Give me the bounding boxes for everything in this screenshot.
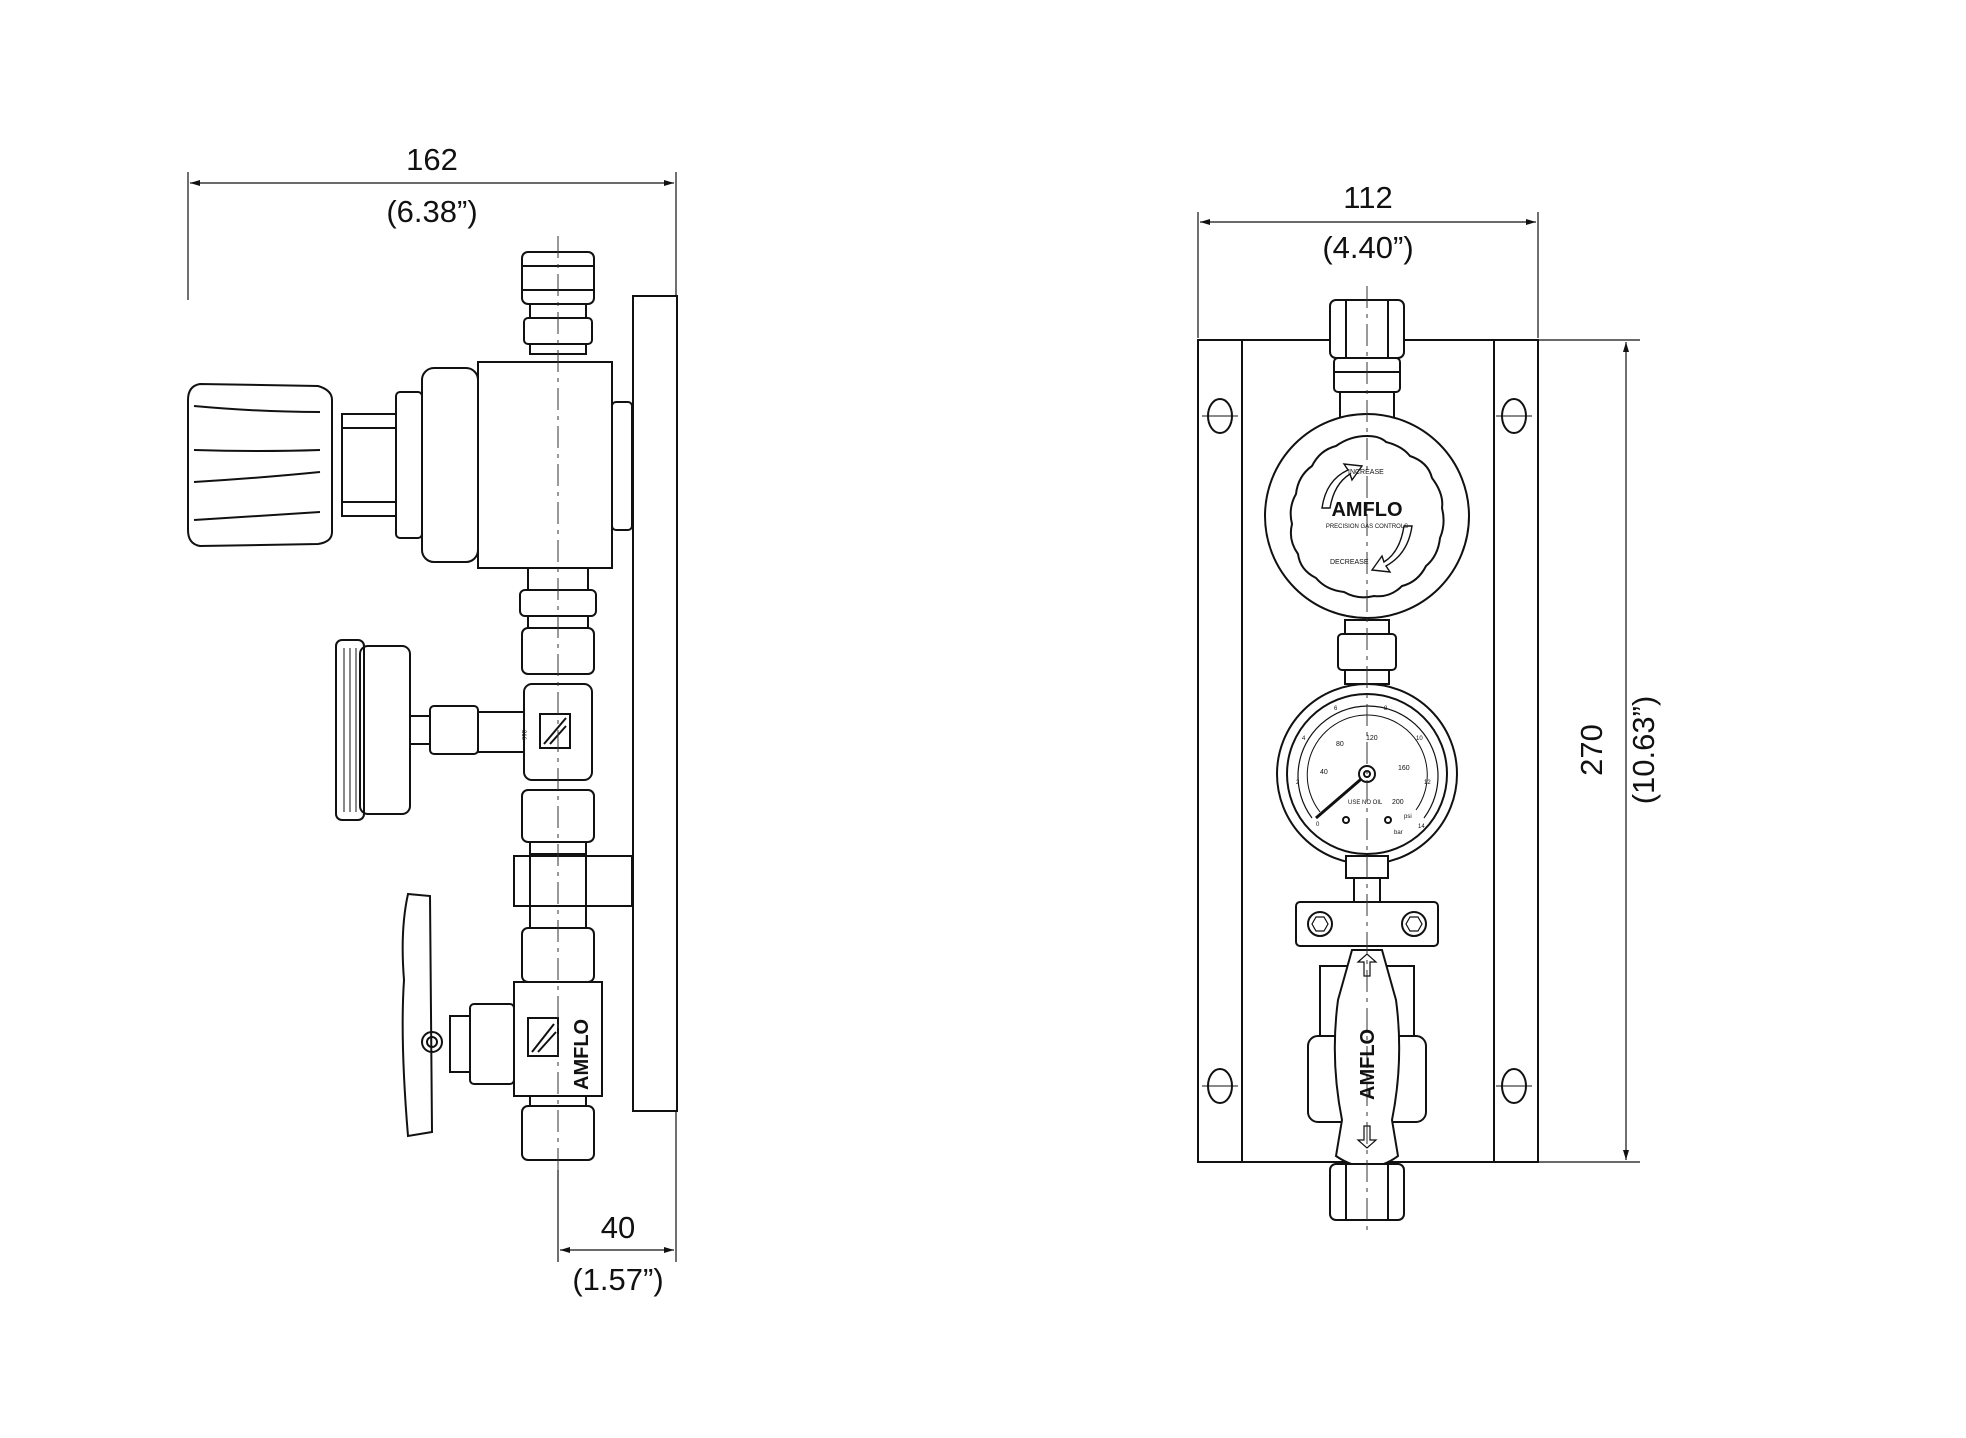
knob-tagline: PRECISION GAS CONTROLS [1326, 524, 1408, 530]
gauge-psi-label: 80 [1336, 741, 1344, 748]
width-mm-162: 162 [406, 142, 458, 177]
depth-dimension-40 [557, 1112, 677, 1262]
gauge-bar-label: 10 [1416, 736, 1423, 742]
gauge-unit-psi: psi [1404, 814, 1412, 820]
regulator-body [341, 361, 633, 569]
gauge-psi-label: 200 [1392, 799, 1404, 806]
gauge-psi-label: 40 [1320, 769, 1328, 776]
gauge-bar-label: 6 [1334, 706, 1338, 712]
gauge-bar-label: 14 [1418, 824, 1425, 830]
regulator-knob-front [1289, 434, 1445, 599]
gauge-zero-label: 0 [1316, 822, 1320, 828]
valve-brand-front: AMFLO [1357, 1029, 1379, 1100]
valve-brand-side: AMFLO [571, 1019, 593, 1090]
valve-arrow-up-icon [1356, 953, 1378, 977]
increase-arrow-icon [1321, 463, 1364, 509]
regulator-knob-side [187, 382, 333, 548]
side-view: 316 AMFLO [187, 172, 678, 1262]
height-mm-270: 270 [1574, 724, 1609, 776]
width-inch-162: (6.38”) [386, 194, 477, 229]
gauge-psi-scale: 40 80 120 160 200 [1320, 735, 1410, 806]
depth-mm-40: 40 [601, 1210, 635, 1245]
width-mm-112: 112 [1343, 180, 1392, 215]
tee-fitting: 316 [477, 683, 593, 781]
gauge-needle [1315, 772, 1368, 820]
gauge-bar-label: 4 [1302, 736, 1306, 742]
gauge-bar-label: 12 [1424, 780, 1431, 786]
width-dimension-162 [187, 172, 677, 300]
knob-increase-label: INCREASE [1348, 469, 1384, 476]
knob-decrease-label: DECREASE [1330, 559, 1369, 566]
front-view [1197, 212, 1640, 1236]
gauge-psi-label: 120 [1366, 735, 1378, 742]
depth-inch-40: (1.57”) [572, 1262, 663, 1297]
middle-fittings [513, 789, 633, 929]
decrease-arrow-icon [1370, 525, 1413, 573]
gauge-note: USE NO OIL [1348, 800, 1383, 806]
width-dimension-112 [1197, 212, 1539, 338]
ball-valve-side: AMFLO [401, 892, 603, 1161]
valve-arrow-down-icon [1356, 1125, 1378, 1149]
width-inch-112: (4.40”) [1322, 230, 1413, 265]
gauge-bar-label: 8 [1384, 706, 1388, 712]
gauge-unit-bar: bar [1394, 830, 1403, 836]
gauge-bar-label: 2 [1296, 780, 1300, 786]
height-inch-270: (10.63”) [1626, 696, 1661, 805]
knob-brand: AMFLO [1331, 499, 1402, 521]
mounting-plate [632, 295, 678, 1112]
gauge-psi-label: 160 [1398, 765, 1410, 772]
height-dimension-270 [1538, 339, 1640, 1163]
pressure-gauge-side [335, 639, 479, 821]
gauge-bar-scale: 2 4 6 8 10 12 14 [1296, 706, 1431, 830]
